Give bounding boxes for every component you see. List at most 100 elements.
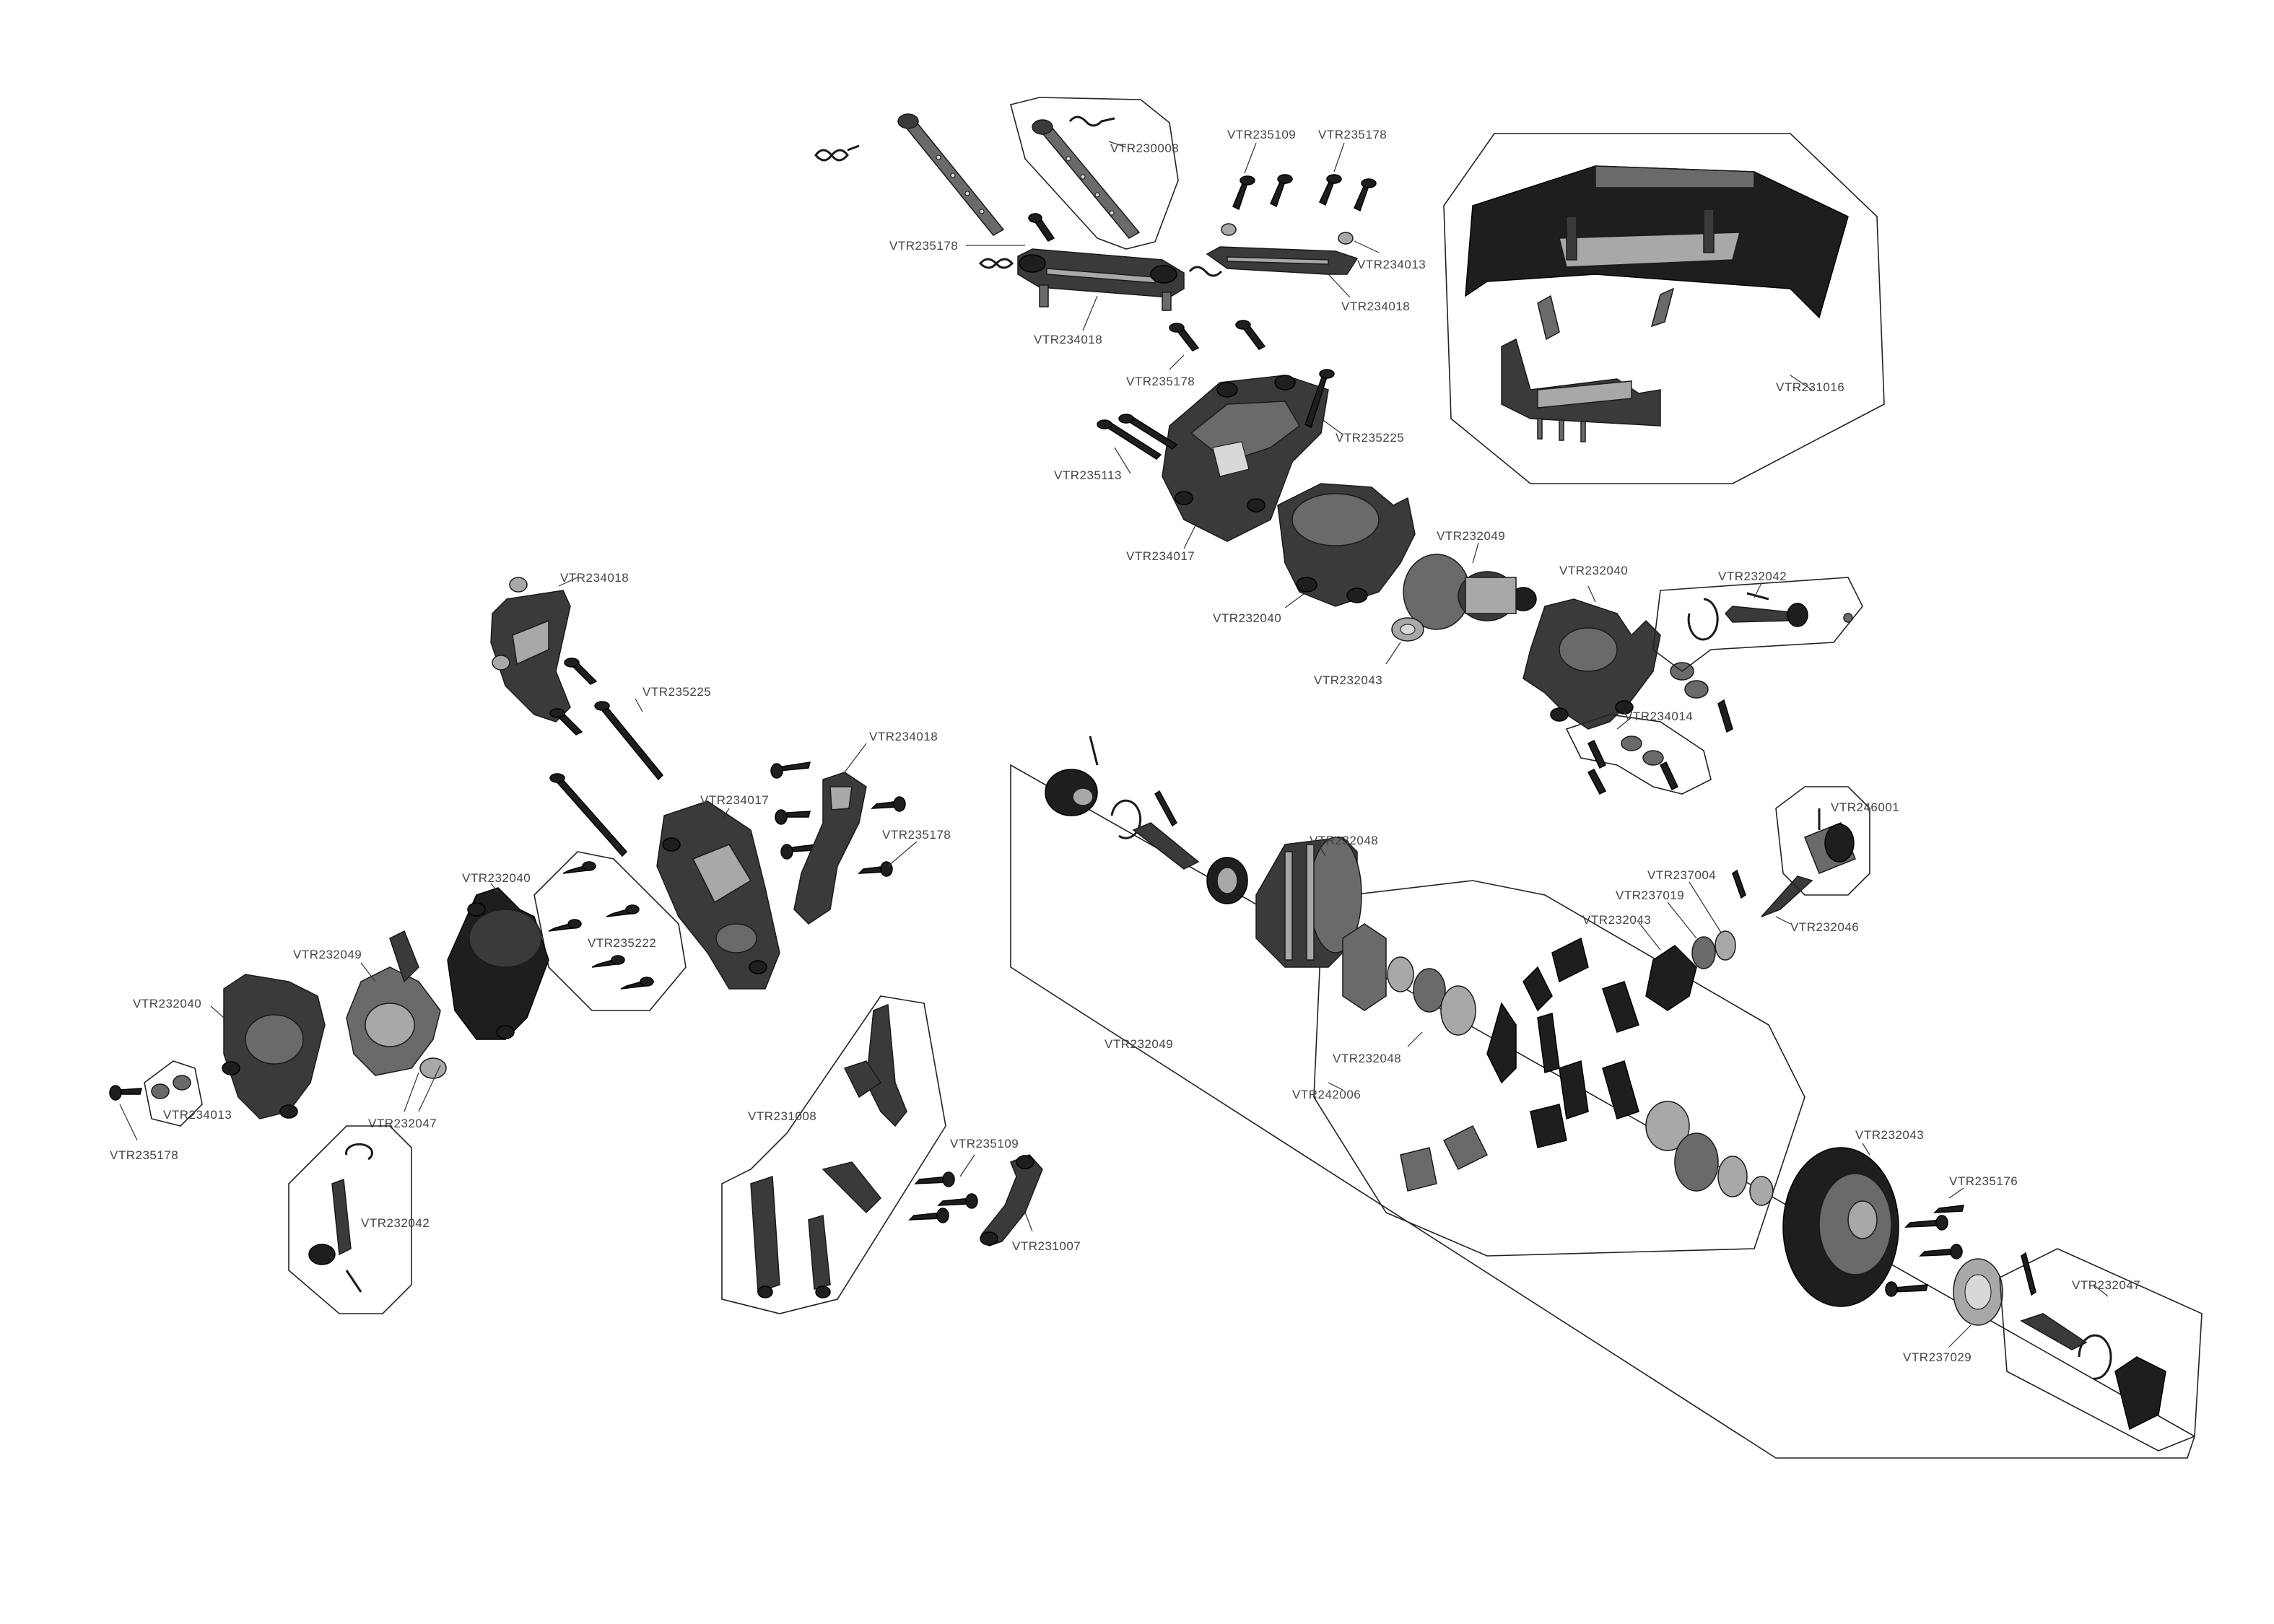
shock-tower-top (1162, 375, 1329, 542)
wing-stays (1537, 287, 1675, 341)
screw-far-left (109, 1085, 142, 1101)
label-vtr234013-top: VTR234013 (1357, 258, 1426, 271)
label-vtr232040-mid: VTR232040 (1559, 564, 1628, 577)
label-vtr235113: VTR235113 (1054, 468, 1122, 482)
label-vtr235109-top: VTR235109 (1227, 128, 1296, 141)
label-vtr232049-big: VTR232049 (1105, 1037, 1173, 1051)
label-vtr232048-top: VTR232048 (1310, 834, 1378, 847)
label-vtr237004: VTR237004 (1647, 868, 1716, 882)
label-vtr232040-left: VTR232040 (462, 871, 531, 885)
label-vtr232043-top: VTR232043 (1314, 673, 1382, 687)
label-vtr232049-left: VTR232049 (293, 948, 362, 961)
label-vtr234017-left: VTR234017 (700, 793, 769, 807)
body-clip-left (814, 144, 860, 162)
label-vtr232040-far: VTR232040 (133, 997, 201, 1010)
cup-vtr246001 (1804, 808, 1856, 874)
body-clip-mid (978, 258, 1014, 269)
frame-vtr232042-left (288, 1125, 412, 1314)
label-vtr235178-mast: VTR235178 (889, 239, 958, 253)
body-post-1 (897, 113, 1005, 236)
label-vtr232047-right: VTR232047 (2072, 1278, 2140, 1292)
rear-wing (1465, 165, 1849, 319)
label-vtr232043-gear: VTR232043 (1855, 1128, 1924, 1142)
label-vtr234018-left: VTR234018 (560, 571, 629, 585)
left-assembly: VTR234018 VTR235225 VTR234017 (109, 571, 1081, 1314)
arm-mount-left (793, 772, 867, 925)
screw-post (1028, 213, 1055, 242)
screws-vtr235222 (548, 861, 654, 990)
label-vtr234017-top: VTR234017 (1126, 549, 1195, 563)
top-cluster: VTR230008 VTR235178 VTR234018 (814, 97, 1426, 563)
label-vtr232040-top: VTR232040 (1213, 611, 1281, 625)
diff-internals (1342, 923, 1774, 1206)
label-vtr230008: VTR230008 (1110, 141, 1179, 155)
label-vtr234013-left: VTR234013 (163, 1108, 232, 1122)
screws-vtr235109-left (908, 1171, 978, 1223)
diff-case (1255, 837, 1362, 968)
label-vtr235178-c: VTR235178 (1126, 375, 1195, 388)
upper-gearbox: VTR232040 VTR232049 VTR232043 VTR232040 (1213, 483, 1863, 795)
output-cup-top (1045, 735, 1099, 816)
frame-vtr232042-top (1652, 577, 1863, 672)
label-vtr232046: VTR232046 (1790, 920, 1859, 934)
screws-bracket (1169, 320, 1266, 352)
washer-vtr237029 (1953, 1258, 2003, 1326)
wing-mount-arm-left (490, 577, 571, 722)
label-vtr232047-left: VTR232047 (368, 1117, 437, 1130)
gearbox-half-far-left (222, 974, 326, 1119)
label-vtr235178-arm: VTR235178 (882, 828, 951, 842)
diff-exploded-group: VTR232048 VTR232049 VTR232048 VTR242006 (1010, 735, 2203, 1459)
label-vtr235225-left: VTR235225 (642, 685, 711, 699)
screws-left-mount (549, 658, 664, 857)
body-clip-right (1188, 266, 1223, 277)
label-vtr237019: VTR237019 (1616, 889, 1684, 902)
bevel-gear-right (1645, 930, 1736, 1011)
label-vtr246001: VTR246001 (1831, 800, 1899, 814)
label-vtr235222: VTR235222 (588, 936, 656, 950)
label-vtr232043-mid: VTR232043 (1582, 913, 1651, 927)
label-vtr235109-left: VTR235109 (950, 1137, 1019, 1151)
frame-vtr231008 (721, 995, 946, 1314)
label-vtr237029: VTR237029 (1903, 1350, 1972, 1364)
output-shaft-top (1687, 592, 1853, 641)
output-shaft-left (308, 1143, 374, 1293)
diff-gear-left (346, 930, 447, 1079)
label-vtr232049-top: VTR232049 (1437, 529, 1505, 543)
wing-mount-arm (1206, 246, 1359, 275)
steering-link-vtr231007 (980, 1154, 1043, 1247)
label-vtr234018-arm: VTR234018 (869, 730, 938, 743)
diff-gear-upper (1391, 554, 1537, 642)
frame-vtr246001 (1775, 786, 1870, 896)
label-vtr242006: VTR242006 (1292, 1088, 1361, 1101)
rear-wing-group: VTR231016 (1443, 133, 1885, 484)
label-vtr235176: VTR235176 (1949, 1174, 2018, 1188)
frame-vtr234013-left (144, 1060, 203, 1127)
drive-pin-top (1132, 790, 1200, 870)
frame-vtr231016 (1443, 133, 1885, 484)
suspension-arms-vtr231008 (750, 1003, 907, 1298)
long-screws-tower (1097, 369, 1335, 460)
label-vtr235178-left: VTR235178 (110, 1148, 178, 1162)
bearings-vtr234013-left (151, 1075, 191, 1099)
label-vtr231016: VTR231016 (1776, 380, 1844, 394)
label-vtr232048-mid: VTR232048 (1333, 1052, 1401, 1065)
circlip-top (1110, 799, 1142, 839)
shock-tower-left (656, 800, 780, 990)
label-vtr234014: VTR234014 (1624, 710, 1693, 723)
gearbox-half-upper-right (1522, 598, 1661, 730)
screws-vtr235176 (1885, 1205, 1964, 1297)
ring-gear (1782, 1147, 1899, 1307)
frame-vtr232049-big (1010, 764, 2195, 1459)
wing-mount (1501, 338, 1661, 442)
frame-vtr235222 (533, 851, 687, 1011)
label-vtr231008: VTR231008 (748, 1109, 816, 1123)
gearbox-half-left (447, 887, 549, 1040)
frame-vtr230008 (1010, 97, 1179, 250)
label-vtr235225-top: VTR235225 (1336, 431, 1404, 445)
gearbox-half-upper-left (1277, 483, 1416, 607)
label-vtr232042-left: VTR232042 (361, 1216, 430, 1230)
body-mount-bracket (1017, 248, 1185, 311)
label-vtr231007: VTR231007 (1012, 1239, 1081, 1253)
body-post-2 (1032, 115, 1141, 239)
